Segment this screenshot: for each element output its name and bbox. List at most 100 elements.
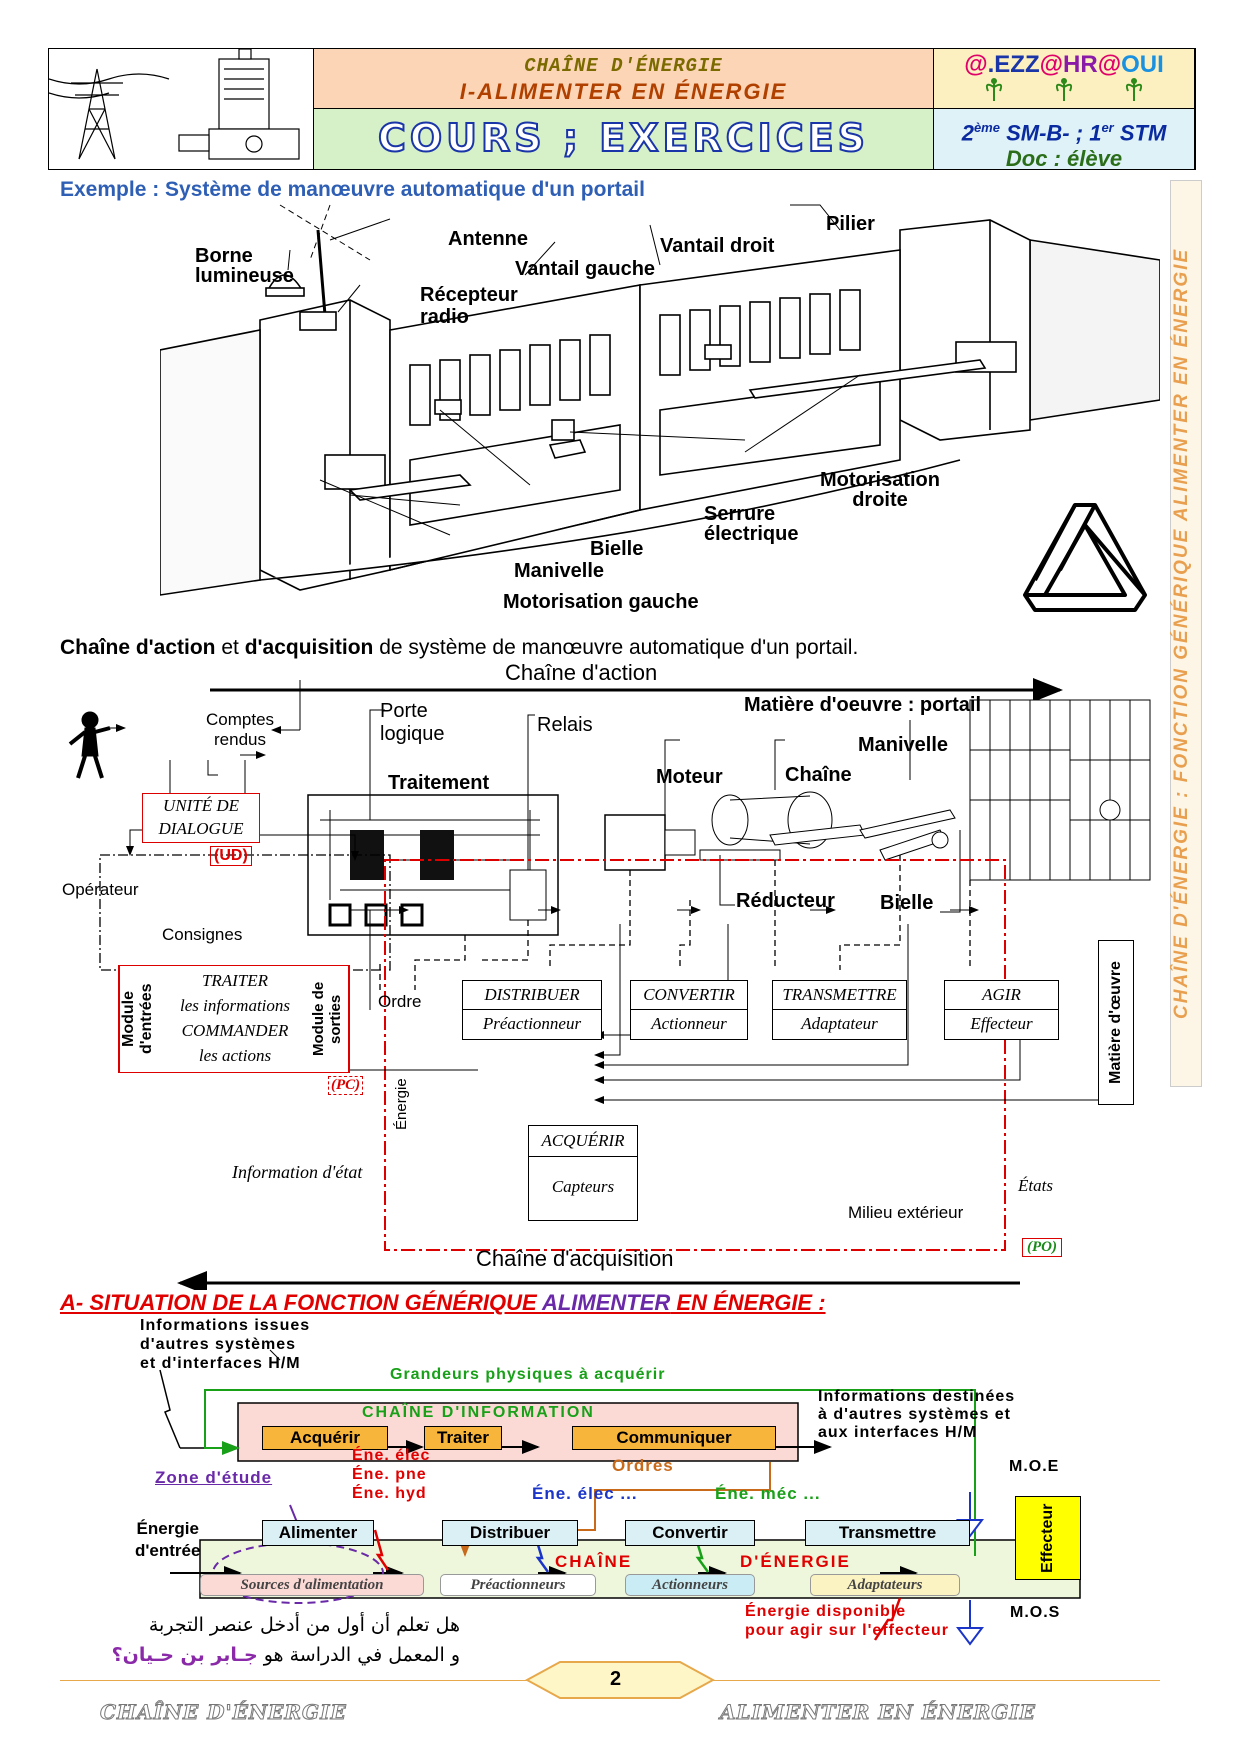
header-chapter: CHAÎNE D'ÉNERGIE I-ALIMENTER EN ÉNERGIE: [314, 49, 934, 109]
box-effecteur: Effecteur: [1015, 1496, 1081, 1580]
energy-types-red: Éne. élec Éne. pne Éne. hyd: [352, 1446, 430, 1503]
block-agir-top: AGIR: [945, 981, 1058, 1010]
adaptateurs-tag: Adaptateurs: [810, 1574, 960, 1596]
matiere-oeuvre-box: Matière d'œuvre: [1098, 940, 1134, 1105]
block-acquerir: ACQUÉRIR Capteurs: [528, 1125, 638, 1221]
doc-label: Doc : élève: [1005, 146, 1123, 172]
page-number: 2: [610, 1668, 622, 1690]
unite-dialogue-box: UNITÉ DE DIALOGUE: [142, 793, 260, 843]
actionneurs-tag: Actionneurs: [625, 1574, 755, 1596]
chaine-acquisition-label: Chaîne d'acquisition: [476, 1246, 674, 1271]
block-agir: AGIR Effecteur: [944, 980, 1059, 1040]
label-manivelle: Manivelle: [514, 560, 605, 582]
label-antenne: Antenne: [448, 228, 528, 250]
box-acquerir: Acquérir: [262, 1426, 388, 1450]
chains-caption: Chaîne d'action et d'acquisition de syst…: [60, 636, 859, 659]
arabic-note: هل تعلم أن أول من أدخل عنصر التجربة و ال…: [60, 1610, 460, 1670]
info-issues-label: Informations issues d'autres systèmes et…: [140, 1317, 311, 1372]
section-a-title: A- SITUATION DE LA FONCTION GÉNÉRIQUE AL…: [60, 1290, 826, 1315]
pylon-machine-illustration: [48, 48, 300, 160]
moe-label: M.O.E: [1009, 1458, 1060, 1475]
label-serrure-electrique: Serrure électrique: [704, 503, 799, 545]
label-vantail-gauche: Vantail gauche: [515, 258, 656, 280]
example-title: Exemple : Système de manœuvre automatiqu…: [60, 178, 645, 201]
etats-label: États: [1018, 1176, 1053, 1195]
header-author: @.EZZ@HR@OUI: [934, 49, 1195, 109]
ordre-label: Ordre: [378, 992, 422, 1011]
label-motorisation-gauche: Motorisation gauche: [503, 591, 699, 613]
po-tag: (PO): [1022, 1238, 1062, 1257]
ene-pne: Éne. pne: [352, 1466, 427, 1483]
energie-label: Énergie: [393, 1078, 410, 1130]
block-acquerir-bottom: Capteurs: [551, 1177, 615, 1196]
reducteur-label: Réducteur: [736, 890, 835, 912]
grandeurs-label: Grandeurs physiques à acquérir: [390, 1366, 666, 1383]
footer-right-title: ALIMENTER EN ÉNERGIE: [720, 1700, 1036, 1725]
box-traiter: Traiter: [424, 1426, 502, 1450]
information-etat-label: Information d'état: [232, 1162, 363, 1182]
block-transmettre: TRANSMETTRE Adaptateur: [772, 980, 907, 1040]
operateur-label: Opérateur: [62, 880, 139, 899]
chaine-information-label: CHAÎNE D'INFORMATION: [362, 1404, 595, 1421]
ud-tag: (UD): [210, 846, 252, 866]
chapter-title: CHAÎNE D'ÉNERGIE: [524, 55, 723, 77]
block-convertir-top: CONVERTIR: [631, 981, 747, 1010]
chaine-label: Chaîne: [785, 764, 852, 786]
sources-alimentation-tag: Sources d'alimentation: [200, 1574, 424, 1596]
label-borne-lumineuse: Borne lumineuse: [195, 245, 294, 287]
label-vantail-droit: Vantail droit: [660, 235, 775, 257]
ud-line2: DIALOGUE: [158, 819, 244, 838]
box-alimenter: Alimenter: [262, 1520, 374, 1546]
label-recepteur-radio: Récepteur radio: [420, 284, 518, 328]
arabic-line-2: و المعمل في الدراسة هو جـابر بن حـيان؟: [111, 1644, 460, 1666]
ene-hyd: Éne. hyd: [352, 1485, 427, 1502]
ordres-label: Ordres: [612, 1456, 674, 1475]
flower-icons: [934, 77, 1194, 108]
info-destinees-label: Informations destinées à d'autres systèm…: [818, 1388, 1016, 1441]
arabic-line-1: هل تعلم أن أول من أدخل عنصر التجربة: [148, 1614, 460, 1636]
block-distribuer-bottom: Préactionneur: [482, 1014, 582, 1033]
label-motorisation-droite: Motorisation droite: [820, 469, 940, 511]
header-level: 2ème SM-B- ; 1er STM Doc : élève: [934, 109, 1195, 172]
chaine-energie-label-2: D'ÉNERGIE: [740, 1552, 851, 1571]
traiter-line-3: COMMANDER: [181, 1021, 289, 1040]
porte-logique-label: Porte logique: [380, 700, 445, 745]
block-agir-bottom: Effecteur: [970, 1014, 1033, 1033]
consignes-label: Consignes: [162, 925, 243, 944]
block-convertir: CONVERTIR Actionneur: [630, 980, 748, 1040]
chaine-energie-label-1: CHAÎNE: [555, 1552, 633, 1571]
label-pilier: Pilier: [826, 213, 875, 235]
moteur-label: Moteur: [656, 766, 723, 788]
page-number-badge-shape: [525, 1661, 715, 1699]
block-convertir-bottom: Actionneur: [651, 1014, 727, 1033]
box-convertir: Convertir: [625, 1520, 755, 1546]
preactionneurs-tag: Préactionneurs: [440, 1574, 596, 1596]
block-distribuer-top: DISTRIBUER: [463, 981, 601, 1010]
cours-exercices-title: COURS ; EXERCICES: [377, 115, 870, 161]
ene-mec-label: Éne. méc ...: [715, 1484, 821, 1503]
module-entrees: Module d'entrées: [119, 966, 164, 1072]
ud-line1: UNITÉ DE: [162, 796, 240, 815]
footer-left-title: CHAÎNE D'ÉNERGIE: [100, 1700, 347, 1725]
pc-tag: (PC): [328, 1076, 364, 1095]
level-text: 2ème SM-B- ; 1er STM: [961, 120, 1167, 146]
traiter-line-4: les actions: [198, 1046, 272, 1065]
traitement-label: Traitement: [388, 772, 490, 794]
zone-etude-label: Zone d'étude: [155, 1468, 273, 1487]
block-acquerir-top: ACQUÉRIR: [529, 1126, 637, 1157]
milieu-exterieur-label: Milieu extérieur: [848, 1203, 964, 1222]
ene-elec-blue-label: Éne. élec ...: [532, 1484, 638, 1503]
pc-box: Module d'entrées TRAITER les information…: [118, 965, 350, 1073]
energie-disponible-label: Énergie disponible pour agir sur l'effec…: [745, 1603, 949, 1639]
box-communiquer: Communiquer: [572, 1426, 776, 1450]
traiter-line-1: TRAITER: [201, 971, 269, 990]
relais-label: Relais: [537, 714, 593, 736]
mos-label: M.O.S: [1010, 1604, 1061, 1621]
header-table: CHAÎNE D'ÉNERGIE I-ALIMENTER EN ÉNERGIE …: [48, 48, 1196, 172]
lesson-title: I-ALIMENTER EN ÉNERGIE: [459, 79, 788, 104]
module-sorties: Module de sorties: [310, 966, 349, 1072]
manivelle-label: Manivelle: [858, 734, 949, 756]
matiere-portail-label: Matière d'oeuvre : portail: [744, 694, 982, 716]
box-transmettre: Transmettre: [805, 1520, 970, 1546]
header-illustration: [48, 48, 314, 169]
